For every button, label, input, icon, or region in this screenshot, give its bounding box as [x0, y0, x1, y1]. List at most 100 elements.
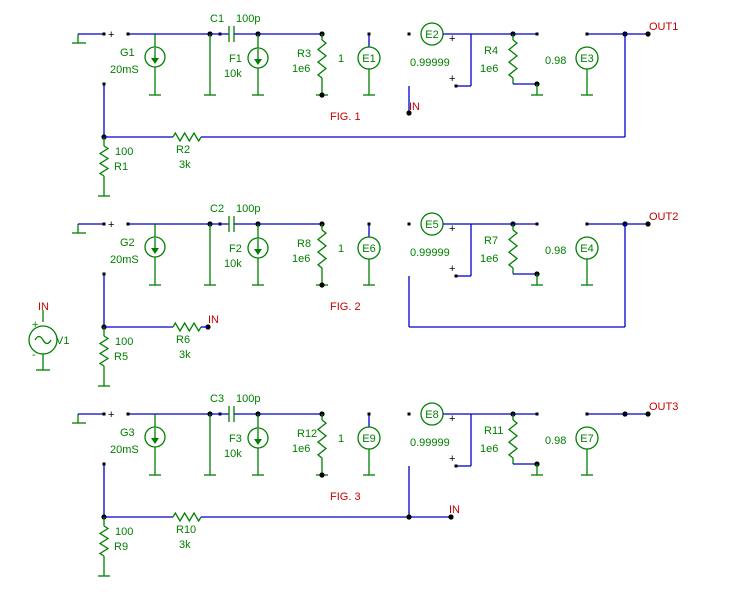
c-val: 100p	[236, 13, 260, 25]
pin	[367, 222, 371, 226]
g-current-source[interactable]	[144, 426, 166, 448]
contact-mark: +	[108, 29, 114, 41]
vcvs-ref: E6	[362, 243, 375, 255]
svg-text:-: -	[32, 349, 36, 361]
r-mid-val: 1e6	[292, 253, 310, 265]
resistor-zigzag	[172, 321, 202, 333]
f-val: 10k	[224, 68, 242, 80]
c-val: 100p	[236, 393, 260, 405]
f-current-source[interactable]	[247, 427, 269, 449]
vcvs-b[interactable]: E5	[420, 212, 444, 236]
r-bottom-ref: R1	[114, 161, 128, 173]
r-right-resistor[interactable]	[507, 39, 519, 79]
r-right-resistor[interactable]	[507, 229, 519, 269]
source-v1[interactable]: + - V1 IN	[28, 301, 69, 371]
vcvs-a[interactable]: E6	[357, 236, 381, 260]
resistor-zigzag	[507, 229, 519, 269]
vcvs-b[interactable]: E8	[420, 402, 444, 426]
source-in-label: IN	[38, 301, 49, 313]
resistor-zigzag	[172, 511, 202, 523]
r-mid-ref: R8	[297, 238, 311, 250]
g-current-source[interactable]	[144, 236, 166, 258]
pin	[407, 222, 411, 226]
g-ref: G1	[120, 47, 135, 59]
c-ref: C1	[210, 13, 224, 25]
vcvs-c[interactable]: E7	[575, 426, 599, 450]
f-val: 10k	[224, 448, 242, 460]
vcvs-a[interactable]: E9	[357, 426, 381, 450]
r-bottom-ref: R9	[114, 541, 128, 553]
source-ref: V1	[56, 335, 69, 347]
pin	[535, 412, 539, 416]
gain2: 0.99999	[410, 57, 450, 69]
pin	[102, 82, 106, 86]
r-bottom-resistor[interactable]	[98, 525, 110, 557]
f-current-source[interactable]	[247, 47, 269, 69]
vcvs-b[interactable]: E2	[420, 22, 444, 46]
g-ref: G2	[120, 237, 135, 249]
pin	[585, 412, 589, 416]
vcvs-ref: E5	[425, 219, 438, 231]
r-series-val: 3k	[179, 159, 191, 171]
vcvs-c[interactable]: E4	[575, 236, 599, 260]
r-series-val: 3k	[179, 539, 191, 551]
pin	[535, 222, 539, 226]
pin	[126, 222, 130, 226]
resistor-zigzag	[316, 419, 328, 459]
vcvs-ref: E3	[580, 53, 593, 65]
vcvs-c[interactable]: E3	[575, 46, 599, 70]
pin	[454, 84, 458, 88]
r-bottom-ref: R5	[114, 351, 128, 363]
resistor-zigzag	[172, 131, 202, 143]
r-bottom-resistor[interactable]	[98, 145, 110, 177]
r-series-ref: R6	[176, 334, 190, 346]
vcvs-a[interactable]: E1	[357, 46, 381, 70]
resistor-zigzag	[507, 419, 519, 459]
g-current-source[interactable]	[144, 46, 166, 68]
source-arrow-head	[254, 59, 262, 65]
pin	[407, 412, 411, 416]
gain2: 0.99999	[410, 437, 450, 449]
resistor-zigzag	[507, 39, 519, 79]
pin	[102, 222, 106, 226]
vcvs-ref: E8	[425, 409, 438, 421]
r-bottom-val: 100	[115, 146, 133, 158]
junction-dot	[406, 514, 412, 520]
pin	[367, 412, 371, 416]
contact-mark: +	[108, 409, 114, 421]
figure-label: FIG. 2	[330, 301, 361, 313]
pin	[126, 32, 130, 36]
r-mid-val: 1e6	[292, 63, 310, 75]
junction-dot	[448, 514, 454, 520]
r-mid-resistor[interactable]	[316, 39, 328, 79]
pin	[535, 32, 539, 36]
r-right-val: 1e6	[480, 443, 498, 455]
junction-dot	[406, 110, 412, 116]
r-right-ref: R4	[484, 45, 498, 57]
r-mid-val: 1e6	[292, 443, 310, 455]
r-series-ref: R10	[176, 524, 196, 536]
r-series-resistor[interactable]	[172, 321, 202, 333]
c-val: 100p	[236, 203, 260, 215]
in-label: IN	[208, 314, 219, 326]
pin-mark: +	[449, 413, 455, 425]
pin	[367, 32, 371, 36]
r-mid-resistor[interactable]	[316, 419, 328, 459]
r-mid-resistor[interactable]	[316, 229, 328, 269]
resistor-zigzag	[316, 39, 328, 79]
gain1: 1	[338, 433, 344, 445]
junction-dot	[645, 31, 651, 37]
f-ref: F2	[229, 243, 242, 255]
r-bottom-resistor[interactable]	[98, 335, 110, 367]
f-current-source[interactable]	[247, 237, 269, 259]
junction-dot	[645, 411, 651, 417]
pin-mark: +	[449, 263, 455, 275]
f-ref: F3	[229, 433, 242, 445]
pin	[585, 32, 589, 36]
r-mid-ref: R3	[297, 48, 311, 60]
r-right-resistor[interactable]	[507, 419, 519, 459]
r-series-resistor[interactable]	[172, 131, 202, 143]
r-series-resistor[interactable]	[172, 511, 202, 523]
